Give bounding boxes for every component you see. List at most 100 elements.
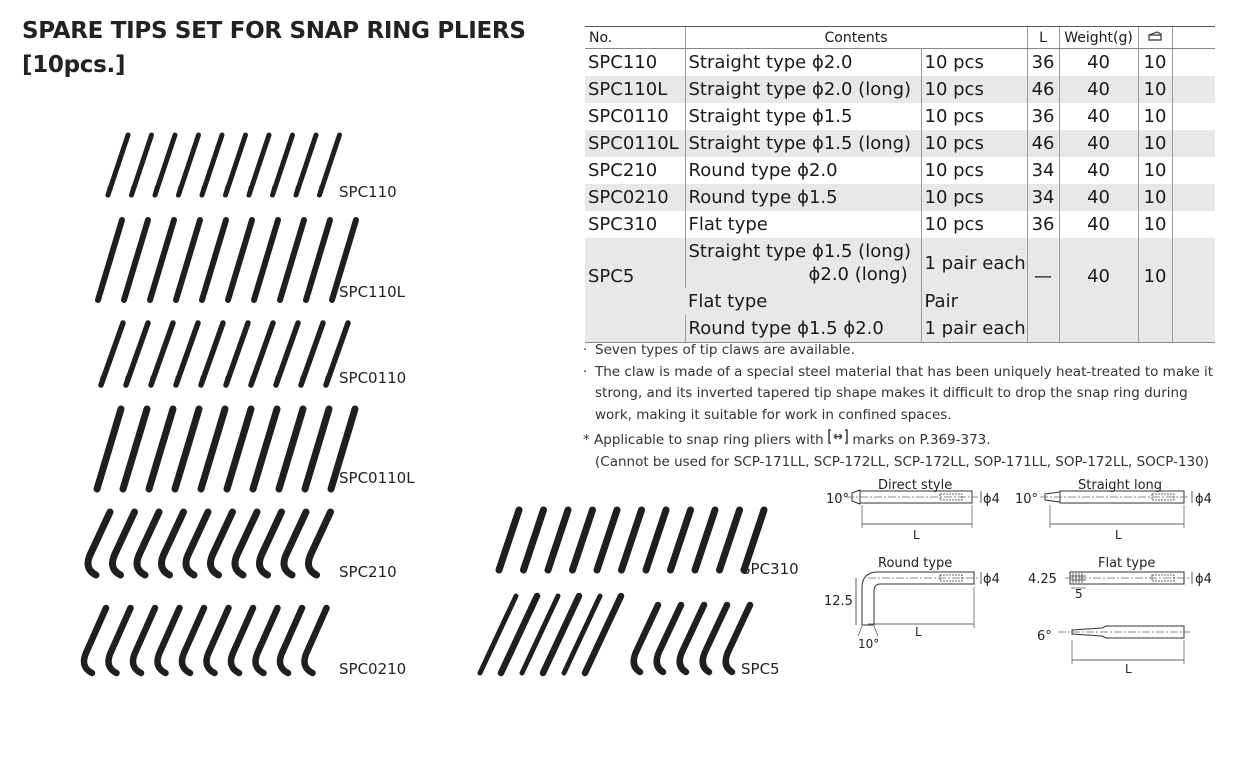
cell-qty: 10 pcs bbox=[920, 184, 1028, 211]
tip-piece bbox=[303, 290, 309, 303]
tip-piece bbox=[275, 405, 307, 493]
tip-piece bbox=[225, 217, 255, 303]
tip-piece bbox=[329, 217, 359, 303]
tip-piece bbox=[691, 506, 719, 574]
spc210-tips-image bbox=[84, 508, 334, 579]
tip-piece bbox=[293, 132, 319, 198]
length-label: L bbox=[1125, 662, 1132, 676]
tip-piece bbox=[317, 185, 322, 198]
cell-content: Round type ϕ2.0 bbox=[684, 157, 921, 184]
table-header-row: No. Contents L Weight(g) bbox=[585, 26, 1216, 49]
tip-piece bbox=[298, 375, 304, 388]
diameter-label: ϕ4 bbox=[983, 572, 1000, 587]
cell-blank bbox=[1171, 48, 1216, 76]
tip-piece bbox=[105, 185, 111, 198]
tip-piece bbox=[740, 506, 768, 574]
cell-pack: 10 bbox=[1137, 130, 1173, 157]
cell-content: Straight type ϕ2.0 bbox=[684, 48, 921, 76]
tip-piece bbox=[95, 290, 101, 303]
package-icon bbox=[1148, 30, 1162, 41]
tip-piece bbox=[225, 290, 231, 303]
tip-piece bbox=[129, 185, 134, 198]
cell-blank bbox=[1171, 76, 1216, 103]
cell-weight: 40 bbox=[1058, 211, 1139, 238]
cell-qty: 10 pcs bbox=[920, 76, 1028, 103]
cell-pack: 10 bbox=[1137, 76, 1173, 103]
tip-piece bbox=[148, 375, 154, 388]
cell-no: SPC110 bbox=[585, 48, 685, 76]
tip-piece bbox=[158, 508, 187, 579]
spc0110l-tips-image bbox=[93, 405, 359, 493]
table-row-spc5-flat: Flat type Pair bbox=[585, 288, 1215, 315]
tip-piece bbox=[207, 508, 236, 579]
caption-spc110: SPC110 bbox=[339, 183, 397, 201]
tip-piece bbox=[133, 508, 163, 579]
spc0210-tips-image bbox=[80, 604, 330, 677]
tip-piece bbox=[199, 185, 205, 198]
cell-pack: 10 bbox=[1137, 157, 1173, 184]
cell-qty: 10 pcs bbox=[920, 130, 1028, 157]
length-label: L bbox=[1115, 528, 1122, 542]
note-3: * Applicable to snap ring pliers with ma… bbox=[583, 429, 1223, 452]
cell-blank bbox=[1171, 238, 1216, 315]
tip-piece bbox=[203, 604, 232, 677]
tip-piece bbox=[305, 508, 334, 579]
tip-piece bbox=[223, 405, 255, 493]
tip-piece bbox=[256, 508, 285, 579]
tip-piece bbox=[251, 290, 257, 303]
tip-piece bbox=[328, 479, 334, 492]
tip-piece bbox=[129, 604, 159, 677]
tip-piece bbox=[199, 217, 229, 303]
cell-qty: Pair bbox=[920, 288, 1028, 315]
tip-piece bbox=[642, 506, 670, 574]
tip-piece bbox=[199, 132, 225, 198]
cell-pack: 10 bbox=[1137, 184, 1173, 211]
caption-spc210: SPC210 bbox=[339, 563, 397, 581]
tip-piece bbox=[630, 601, 662, 676]
cell-no: SPC5 bbox=[585, 238, 685, 315]
tip-piece bbox=[121, 290, 127, 303]
pliers-mark-icon bbox=[828, 429, 848, 444]
spc110l-tips-image bbox=[95, 217, 359, 303]
tip-piece bbox=[223, 132, 248, 198]
tip-piece bbox=[699, 601, 731, 676]
bullet: · bbox=[583, 342, 588, 358]
cell-qty: 10 pcs bbox=[920, 157, 1028, 184]
tip-piece bbox=[301, 405, 333, 493]
diagram-title: Direct style bbox=[878, 478, 952, 493]
cell-qty: 10 pcs bbox=[920, 103, 1028, 130]
tip-piece bbox=[231, 508, 261, 579]
tip-piece bbox=[250, 479, 256, 492]
spc0110-tips-image bbox=[98, 320, 351, 388]
spc5-tips-image bbox=[477, 592, 754, 677]
cell-content: Flat type bbox=[684, 211, 921, 238]
tip-piece bbox=[95, 217, 125, 303]
tip-piece bbox=[120, 479, 126, 492]
cell-blank bbox=[1171, 315, 1216, 343]
diameter-label: ϕ4 bbox=[1195, 572, 1212, 587]
tip-piece bbox=[716, 506, 743, 574]
tip-piece bbox=[198, 320, 226, 388]
tip-piece bbox=[273, 375, 279, 388]
note-1-text: Seven types of tip claws are available. bbox=[595, 342, 855, 358]
tip-piece bbox=[176, 132, 201, 198]
cell-no: SPC210 bbox=[585, 157, 685, 184]
tip-piece bbox=[224, 479, 230, 492]
tip-piece bbox=[223, 185, 228, 198]
tip-piece bbox=[273, 320, 301, 388]
tip-piece bbox=[80, 604, 110, 677]
table-row-spc5-round: Round type ϕ1.5 ϕ2.0 1 pair each bbox=[585, 315, 1216, 343]
tip-piece bbox=[270, 185, 275, 198]
cell-pack: 10 bbox=[1137, 48, 1173, 76]
tip-piece bbox=[98, 320, 126, 388]
cell-l bbox=[1026, 315, 1060, 343]
cell-l: 46 bbox=[1026, 130, 1060, 157]
diagram-straight-long: Straight long 10° ϕ4 L bbox=[1015, 478, 1212, 542]
tip-piece bbox=[178, 604, 208, 677]
